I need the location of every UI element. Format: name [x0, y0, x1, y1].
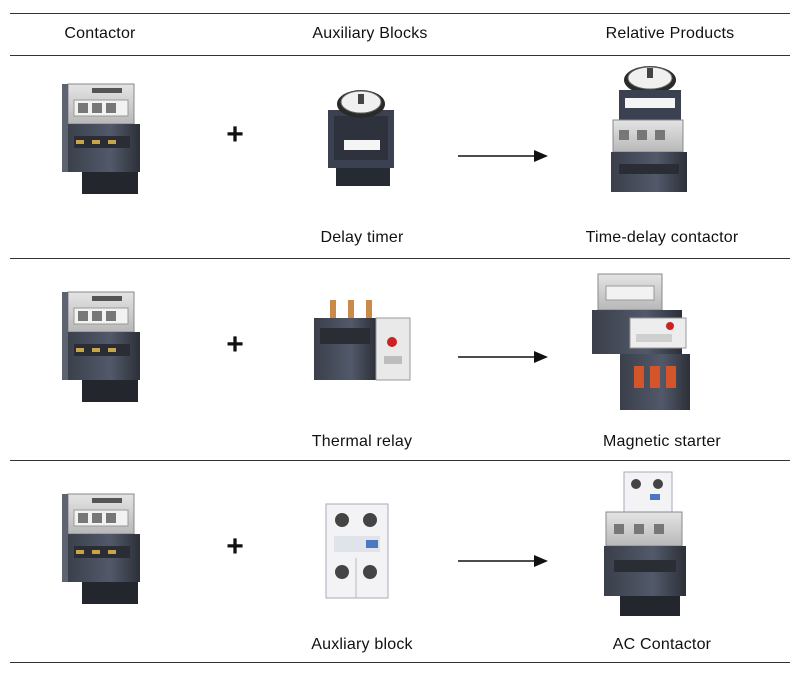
- magnetic-starter-image: [592, 273, 690, 410]
- header-contactor: Contactor: [64, 25, 136, 42]
- plus-sign: +: [226, 328, 244, 361]
- contactor-image: [62, 480, 152, 610]
- ac-contactor-image: [604, 471, 686, 616]
- time-delay-contactor-image: [611, 66, 687, 192]
- row-divider: [10, 460, 790, 461]
- header-auxiliary-blocks: Auxiliary Blocks: [312, 25, 428, 42]
- header-relative-products: Relative Products: [605, 25, 735, 42]
- row-divider: [10, 258, 790, 259]
- auxiliary-block-image: [325, 503, 389, 599]
- time-delay-contactor-label: Time-delay contactor: [585, 229, 739, 246]
- header-divider: [10, 55, 790, 56]
- arrow-icon: [458, 351, 548, 363]
- thermal-relay-label: Thermal relay: [311, 433, 413, 450]
- delay-timer-image: [328, 90, 394, 186]
- arrow-icon: [458, 555, 548, 567]
- delay-timer-label: Delay timer: [320, 229, 404, 246]
- table-top-border: [10, 13, 790, 14]
- magnetic-starter-label: Magnetic starter: [603, 433, 721, 450]
- ac-contactor-label: AC Contactor: [612, 636, 712, 653]
- auxiliary-block-label: Auxliary block: [311, 636, 413, 653]
- thermal-relay-image: [314, 300, 411, 381]
- arrow-icon: [458, 150, 548, 162]
- plus-sign: +: [226, 530, 244, 563]
- table-bottom-border: [10, 662, 790, 663]
- contactor-image: [62, 70, 152, 200]
- contactor-image: [62, 278, 152, 408]
- plus-sign: +: [226, 118, 244, 151]
